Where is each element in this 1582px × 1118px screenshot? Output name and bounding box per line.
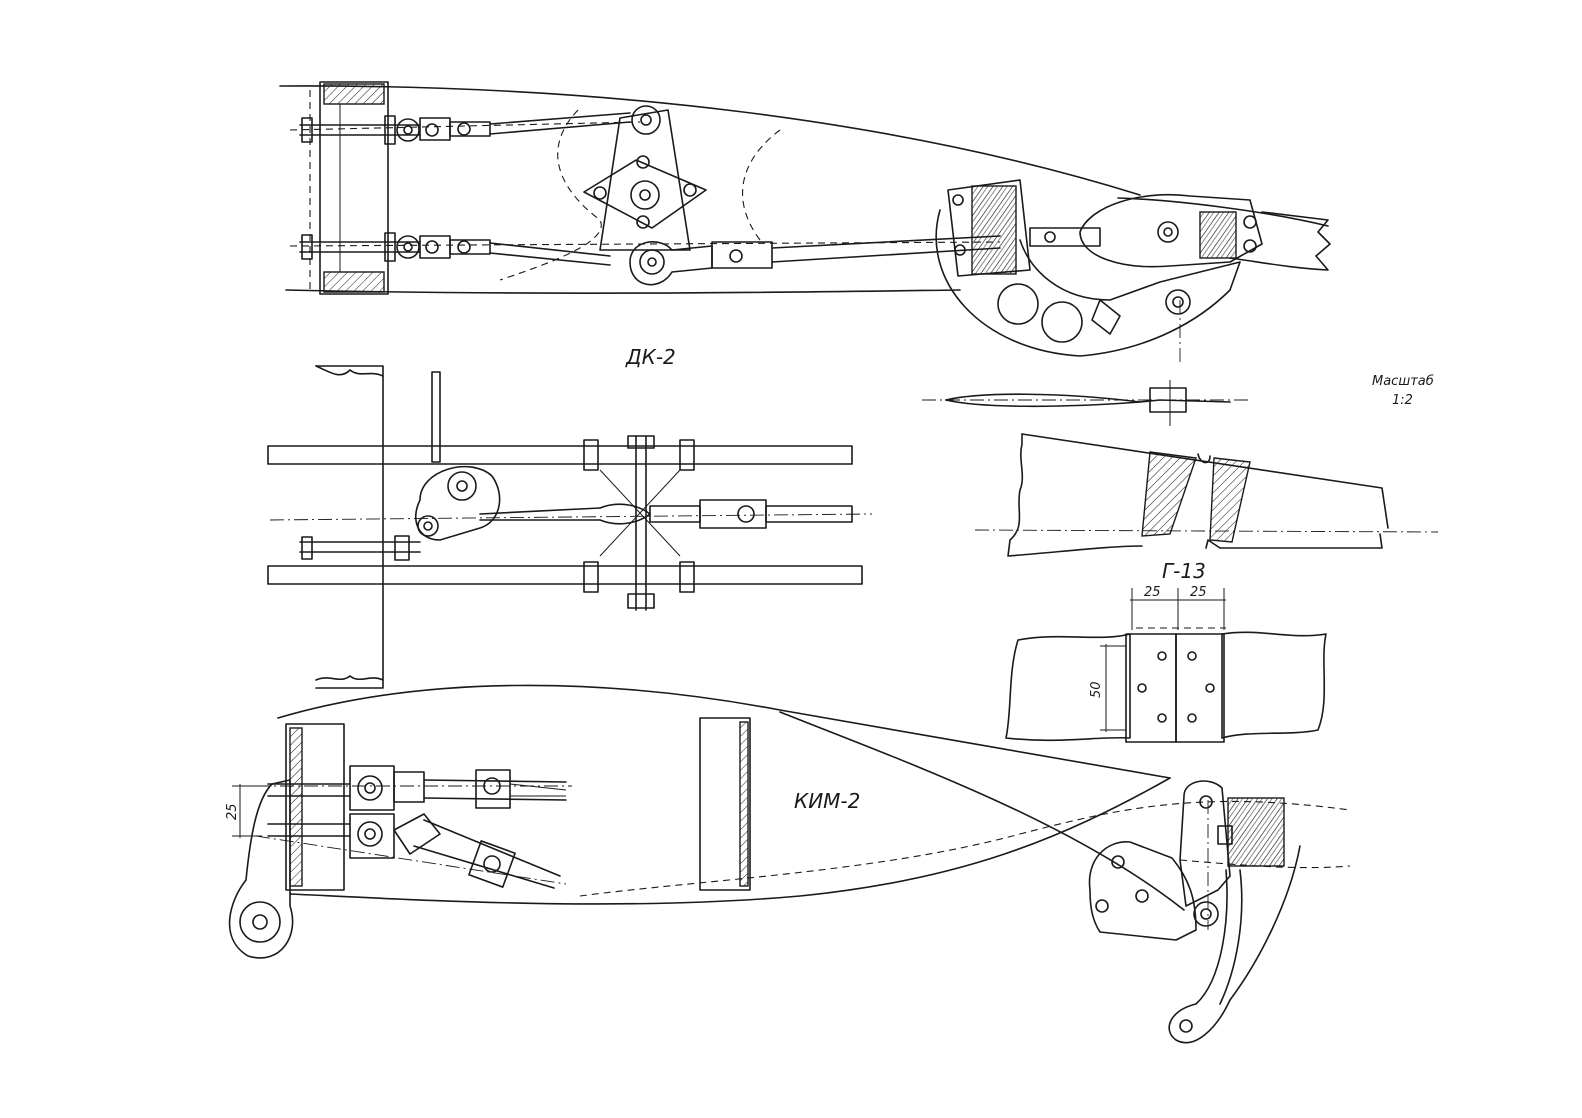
g13-assembly [922, 380, 1439, 557]
hinge-dim-height: 50 [1089, 681, 1104, 698]
g13-label: Г-13 [1162, 559, 1206, 583]
scale-word: Масштаб [1372, 374, 1434, 389]
kim2-assembly [228, 684, 1351, 1044]
dk2-assembly [279, 81, 1331, 364]
kim2-label: КИМ-2 [794, 789, 860, 813]
hinge-detail [1005, 588, 1327, 743]
hinge-dim-left: 25 [1144, 585, 1161, 600]
kim-dim-spacing: 25 [225, 803, 240, 820]
pulley-assembly [267, 365, 873, 689]
hinge-dim-right: 25 [1190, 585, 1207, 600]
dk2-label: ДК-2 [625, 345, 676, 369]
scale-value: 1:2 [1392, 393, 1413, 408]
